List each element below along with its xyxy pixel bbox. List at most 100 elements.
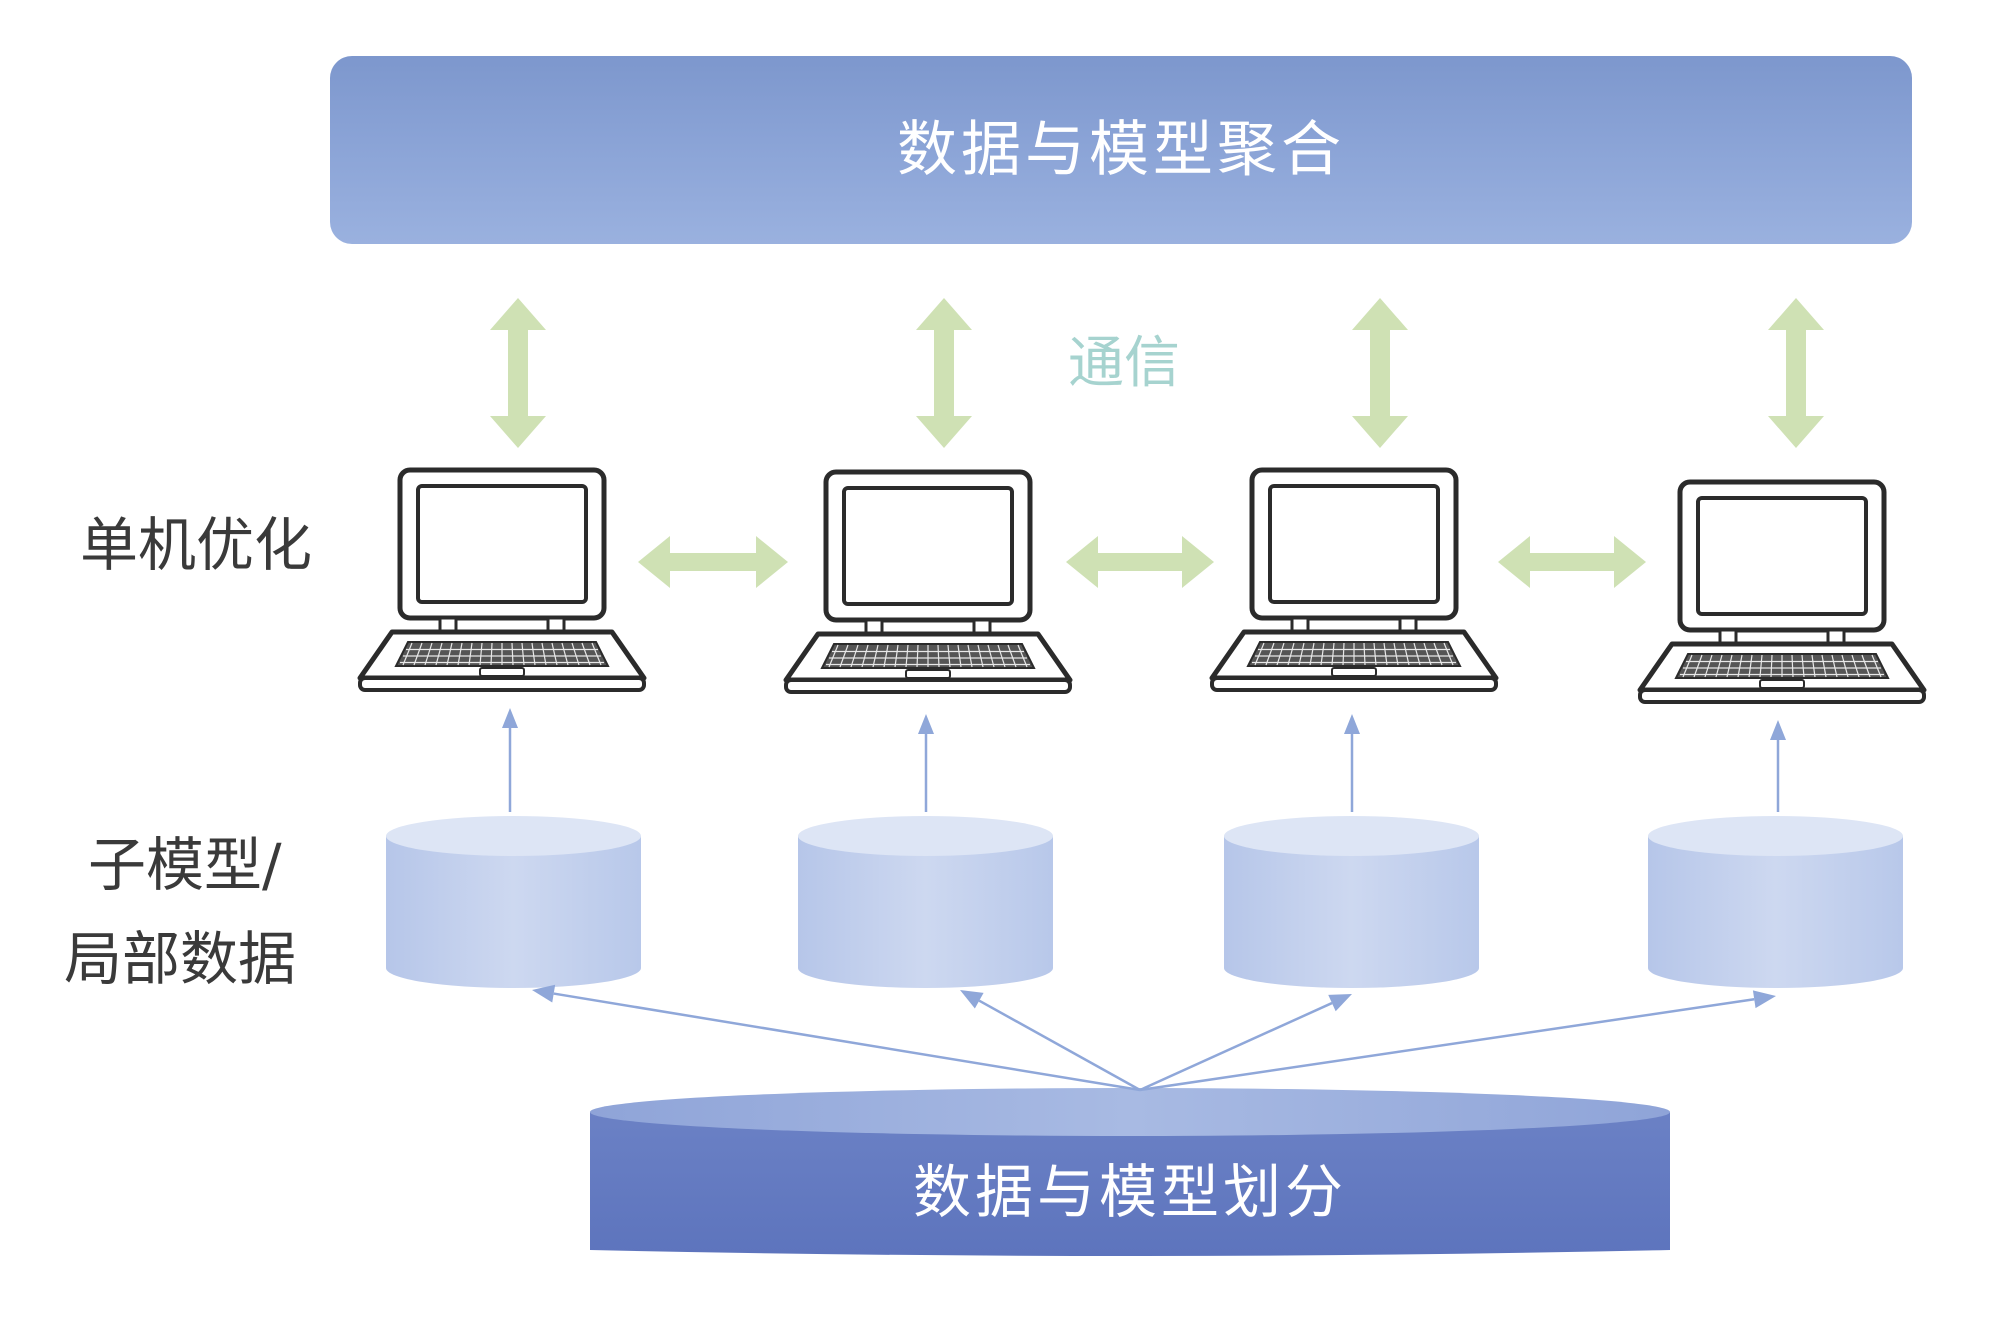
laptop-screen — [842, 486, 1014, 606]
laptop-base-edge — [358, 676, 646, 692]
laptop-key-divider — [1748, 654, 1753, 678]
partition-fan-arrows — [532, 984, 1776, 1092]
local-data-cylinders — [386, 816, 1903, 988]
communication-arrow-vertical — [916, 298, 972, 448]
laptop-key-divider — [446, 642, 453, 666]
data-arrow-head — [918, 714, 934, 734]
laptop-icon — [357, 467, 647, 692]
communication-label: 通信 — [1068, 331, 1180, 396]
communication-arrow-vertical — [1352, 298, 1408, 448]
submodel-label-line2: 局部数据 — [64, 925, 297, 993]
laptop-key-divider — [457, 642, 463, 666]
laptop-key-divider — [1851, 654, 1860, 678]
laptop-key-divider — [1791, 654, 1794, 678]
laptop-key-divider — [1811, 654, 1816, 678]
laptop-keyboard — [394, 641, 610, 667]
laptop-keyboard — [820, 643, 1036, 669]
laptop-key-divider — [468, 642, 473, 666]
laptop-key-divider — [957, 644, 962, 668]
laptop-screen — [416, 484, 588, 604]
laptop-key-divider — [1770, 654, 1773, 678]
laptop-key-divider — [916, 644, 919, 668]
submodel-label-line1: 子模型/ — [88, 831, 282, 899]
laptop-screen — [1268, 484, 1440, 604]
laptop-key-divider — [1342, 642, 1345, 666]
laptop-key-divider — [435, 642, 443, 666]
data-arrow-up — [918, 714, 934, 812]
laptop-key-divider — [872, 644, 879, 668]
partition-arrow-shaft — [978, 999, 1141, 1092]
laptop-key-divider — [521, 642, 525, 666]
laptop-keyboard — [1246, 641, 1462, 667]
cylinder-top — [386, 816, 641, 856]
communication-arrow-vertical — [490, 298, 546, 448]
laptop-key-divider — [967, 644, 973, 668]
laptop-key-divider — [947, 644, 951, 668]
local-data-cylinder — [386, 816, 642, 988]
partition-title: 数据与模型划分 — [912, 1158, 1347, 1226]
laptop-key-divider — [1331, 642, 1335, 666]
laptop-key-divider — [1759, 654, 1763, 678]
communication-arrow-vertical — [1768, 298, 1824, 448]
laptop-key-divider — [1841, 654, 1849, 678]
laptop-key-divider — [1682, 654, 1693, 678]
data-arrow-head — [1770, 720, 1786, 740]
laptop-key-divider — [977, 644, 984, 668]
laptop-base-edge — [1210, 676, 1498, 692]
laptop-key-divider — [1861, 654, 1871, 678]
laptop-key-divider — [1403, 642, 1410, 666]
laptop-key-divider — [905, 644, 909, 668]
data-arrow-up — [502, 708, 518, 812]
laptops-group — [357, 467, 1927, 704]
laptop-key-divider — [490, 642, 493, 666]
laptop-touchpad — [905, 669, 951, 679]
laptop-key-divider — [511, 642, 514, 666]
partition-arrow — [1139, 994, 1352, 1092]
cylinder-top — [1224, 816, 1479, 856]
partition-arrow-head — [532, 984, 556, 1003]
laptop-screen — [1696, 496, 1868, 616]
cylinder-top — [1648, 816, 1903, 856]
laptop-key-divider — [1320, 642, 1325, 666]
laptop-key-divider — [1309, 642, 1315, 666]
cylinder-top — [798, 816, 1053, 856]
laptop-base-edge — [1638, 688, 1926, 704]
laptop-key-divider — [1737, 654, 1743, 678]
partition-arrow — [532, 984, 1141, 1092]
laptop-icon — [1209, 467, 1499, 692]
partition-arrow — [1139, 990, 1776, 1092]
laptop-key-divider — [581, 642, 591, 666]
laptop-key-divider — [571, 642, 580, 666]
local-data-cylinder — [1648, 816, 1903, 988]
laptop-key-divider — [1393, 642, 1399, 666]
single-machine-optimization-label: 单机优化 — [80, 511, 313, 579]
laptop-keyboard — [1674, 653, 1890, 679]
partition-arrow-head — [1328, 994, 1352, 1012]
local-data-cylinder — [1224, 816, 1479, 988]
laptop-key-divider — [894, 644, 899, 668]
laptop-key-divider — [883, 644, 889, 668]
laptop-key-divider — [479, 642, 483, 666]
laptop-key-divider — [1287, 642, 1295, 666]
laptop-key-divider — [1298, 642, 1305, 666]
laptop-key-divider — [1433, 642, 1443, 666]
partition-arrow-shaft — [1139, 997, 1755, 1092]
laptop-key-divider — [402, 642, 413, 666]
laptop-key-divider — [1254, 642, 1265, 666]
partition-arrow-shaft — [553, 992, 1141, 1092]
communication-arrow-horizontal — [1066, 536, 1214, 588]
data-arrow-up — [1344, 714, 1360, 812]
partition-disk — [590, 1088, 1670, 1256]
laptop-key-divider — [1276, 642, 1285, 666]
laptop-key-divider — [1693, 654, 1703, 678]
partition-arrow-head — [1752, 990, 1776, 1009]
laptop-key-divider — [1373, 642, 1377, 666]
cylinder-body — [1224, 836, 1479, 988]
communication-arrows — [490, 298, 1824, 588]
data-arrow-up — [1770, 720, 1786, 812]
laptop-key-divider — [1007, 644, 1017, 668]
laptop-key-divider — [1363, 642, 1366, 666]
local-data-cylinder — [798, 816, 1053, 988]
aggregation-box — [330, 56, 1912, 244]
